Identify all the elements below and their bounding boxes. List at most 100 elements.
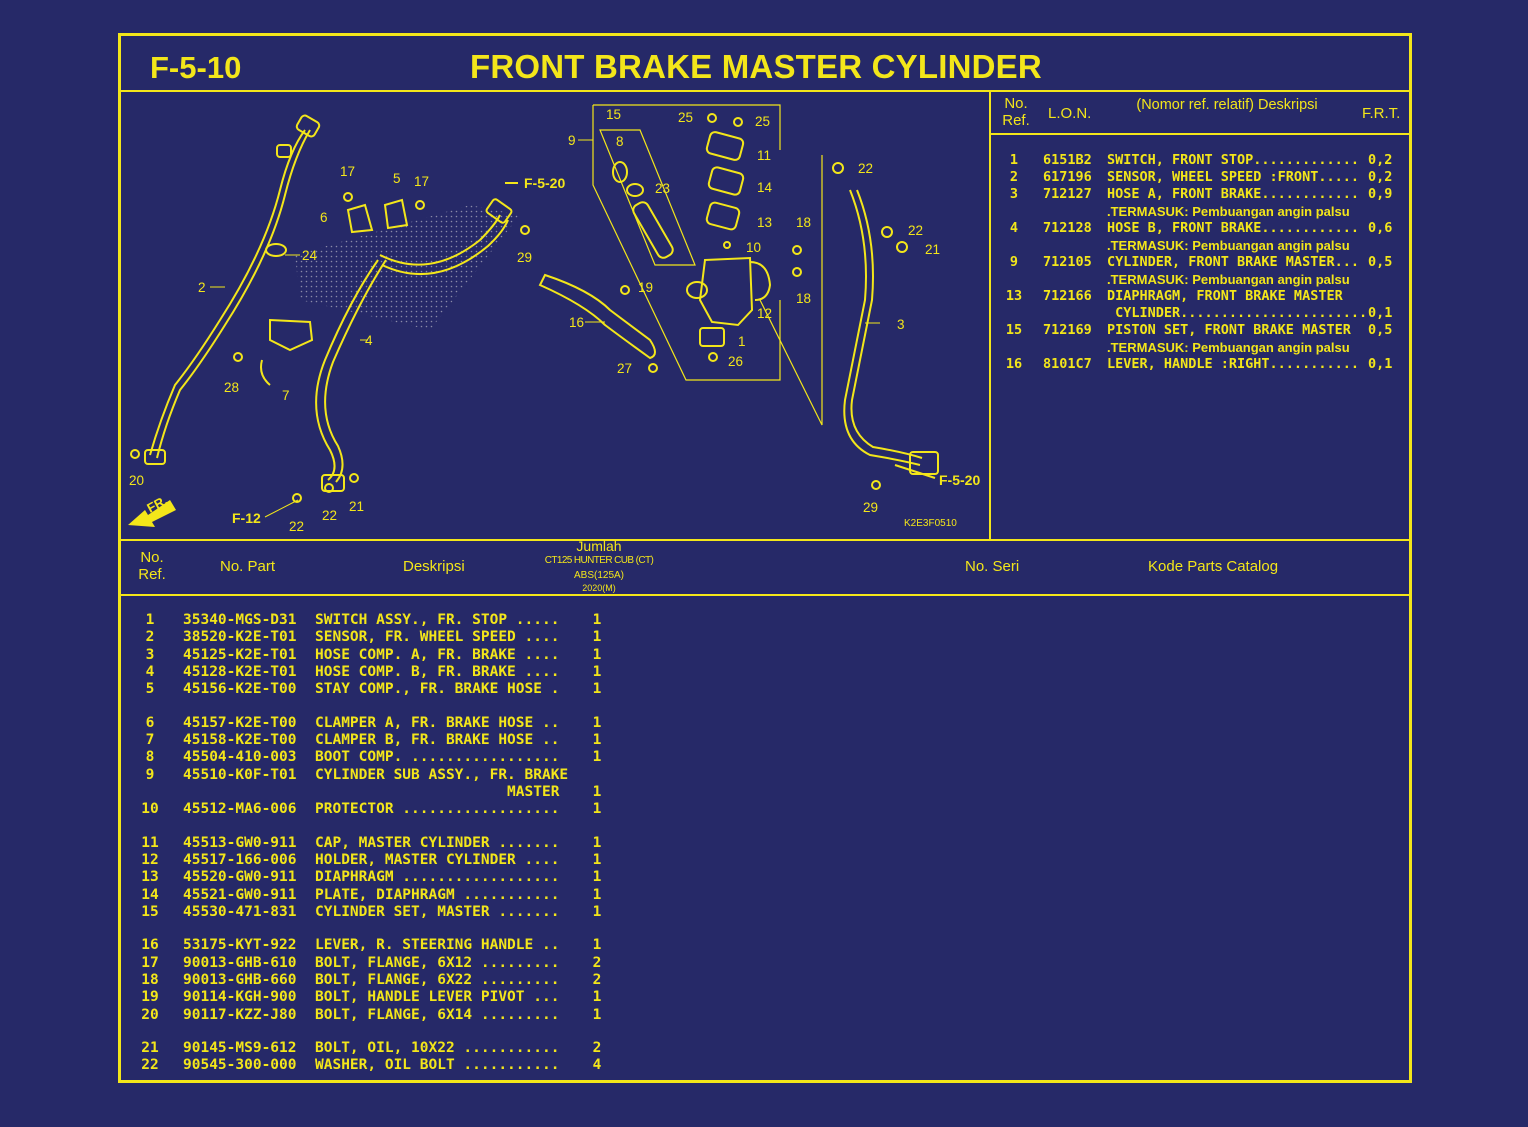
part-qty: 1: [592, 904, 602, 920]
lon-code: 8101C7: [1043, 356, 1092, 372]
callout-13: 13: [757, 215, 772, 230]
part-ref: 12: [141, 852, 159, 868]
callout-24: 24: [302, 248, 318, 263]
parts-col-serial: No. Seri: [965, 558, 1020, 575]
part-ref: 8: [145, 749, 155, 765]
part-ref: 13: [141, 869, 159, 885]
diagram-divider: [989, 90, 991, 540]
callout-3: 3: [897, 317, 905, 332]
callout-23: 23: [655, 181, 670, 196]
part-qty: 1: [592, 681, 602, 697]
lon-desc: LEVER, HANDLE :RIGHT...........: [1107, 356, 1359, 372]
callout-17b: 17: [414, 174, 429, 189]
callout-7: 7: [282, 388, 290, 403]
part-desc: PLATE, DIAPHRAGM ...........: [315, 887, 560, 903]
part-number: 90117-KZZ-J80: [183, 1007, 297, 1023]
lon-header-divider: [990, 133, 1412, 135]
part-number: 45510-K0F-T01: [183, 767, 297, 783]
lon-desc: SENSOR, WHEEL SPEED :FRONT.....: [1107, 169, 1359, 185]
part-qty: 1: [592, 732, 602, 748]
callout-15: 15: [606, 107, 621, 122]
header-divider: [118, 90, 1412, 92]
lon-desc: .TERMASUK: Pembuangan angin palsu: [1107, 340, 1350, 355]
part-desc: DIAPHRAGM ..................: [315, 869, 560, 885]
catalog-frame: [118, 33, 1412, 1083]
callout-26: 26: [728, 354, 743, 369]
exploded-diagram: 1 2 3 4 5 6 7 8 9 10 11 12 13 14 15 16 1…: [128, 104, 980, 534]
parts-col-qty-title: Jumlah: [576, 538, 622, 554]
part-ref: 21: [141, 1040, 159, 1056]
callout-20: 20: [129, 473, 144, 488]
part-number: 45517-166-006: [183, 852, 297, 868]
part-qty: 1: [592, 612, 602, 628]
callout-21a: 21: [349, 499, 364, 514]
master-cylinder-body: [698, 256, 754, 327]
part-number: 45128-K2E-T01: [183, 664, 297, 680]
part-qty: 1: [592, 989, 602, 1005]
callout-22b: 22: [908, 223, 923, 238]
part-desc: HOSE COMP. B, FR. BRAKE ....: [315, 664, 560, 680]
lon-col-ref: No. Ref.: [1002, 95, 1030, 129]
lon-ref: 3: [1009, 186, 1019, 202]
callout-14: 14: [757, 180, 773, 195]
lon-ref: 16: [1005, 356, 1023, 372]
part-ref: 15: [141, 904, 159, 920]
lon-frt: 0,1: [1368, 305, 1393, 321]
part-ref: 11: [141, 835, 159, 851]
lon-code: 712169: [1043, 322, 1092, 338]
part-ref: 18: [141, 972, 159, 988]
callout-2: 2: [198, 280, 206, 295]
part-number: 45157-K2E-T00: [183, 715, 297, 731]
callout-29b: 29: [863, 500, 878, 515]
ref-f520-top: F-5-20: [524, 175, 565, 191]
part-desc: CLAMPER B, FR. BRAKE HOSE ..: [315, 732, 560, 748]
part-number: 35340-MGS-D31: [183, 612, 297, 628]
lon-frt: 0,6: [1368, 220, 1393, 236]
part-qty: 2: [592, 955, 602, 971]
part-ref: 1: [145, 612, 155, 628]
part-desc: CYLINDER SUB ASSY., FR. BRAKE: [315, 767, 569, 783]
part-desc: LEVER, R. STEERING HANDLE ..: [315, 937, 560, 953]
callout-6: 6: [320, 210, 328, 225]
part-number: 45504-410-003: [183, 749, 297, 765]
part-ref: 5: [145, 681, 155, 697]
lon-code: 6151B2: [1043, 152, 1092, 168]
part-qty: 2: [592, 1040, 602, 1056]
lon-frt: 0,1: [1368, 356, 1393, 372]
callout-9: 9: [568, 133, 576, 148]
callout-8: 8: [616, 134, 624, 149]
part-qty: 1: [592, 629, 602, 645]
callout-4: 4: [365, 333, 373, 348]
part-qty: 1: [592, 801, 602, 817]
part-desc: SWITCH ASSY., FR. STOP .....: [315, 612, 560, 628]
callout-18a: 18: [796, 215, 811, 230]
callout-11: 11: [757, 148, 771, 163]
part-ref: 17: [141, 955, 159, 971]
callout-22a: 22: [858, 161, 873, 176]
part-number: 90114-KGH-900: [183, 989, 297, 1005]
part-ref: 9: [145, 767, 155, 783]
lon-desc: .TERMASUK: Pembuangan angin palsu: [1107, 238, 1350, 253]
callout-12: 12: [757, 306, 772, 321]
part-ref: 2: [145, 629, 155, 645]
part-number: 45520-GW0-911: [183, 869, 297, 885]
parts-header-divider: [118, 594, 1412, 596]
lon-desc: HOSE A, FRONT BRAKE............: [1107, 186, 1359, 202]
part-qty: 1: [592, 852, 602, 868]
lon-code: 712166: [1043, 288, 1092, 304]
part-qty: 4: [592, 1057, 602, 1073]
lon-desc: .TERMASUK: Pembuangan angin palsu: [1107, 272, 1350, 287]
callout-28: 28: [224, 380, 239, 395]
part-desc: BOLT, FLANGE, 6X14 .........: [315, 1007, 560, 1023]
part-desc: PROTECTOR ..................: [315, 801, 560, 817]
part-qty: 1: [592, 835, 602, 851]
callout-25b: 25: [755, 114, 770, 129]
wheel-speed-sensor-wire: [149, 129, 306, 456]
lon-frt: 0,2: [1368, 152, 1393, 168]
lon-desc: HOSE B, FRONT BRAKE............: [1107, 220, 1359, 236]
part-ref: 6: [145, 715, 155, 731]
callout-21b: 21: [925, 242, 940, 257]
callout-27: 27: [617, 361, 632, 376]
page-title: FRONT BRAKE MASTER CYLINDER: [470, 48, 1042, 85]
parts-col-catalog: Kode Parts Catalog: [1148, 558, 1279, 575]
